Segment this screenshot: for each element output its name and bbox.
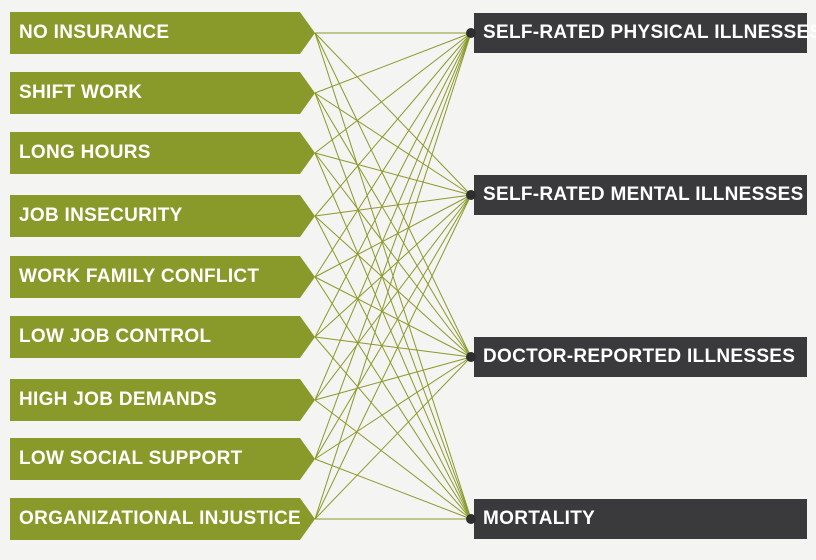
outcome-connector-dot: [466, 190, 476, 200]
connection-line: [314, 32, 472, 401]
connection-line: [314, 32, 472, 338]
stressor-label: LOW SOCIAL SUPPORT: [19, 448, 243, 469]
connection-line: [314, 32, 472, 358]
outcome-doctor-reported-illnesses: DOCTOR-REPORTED ILLNESSES: [474, 337, 807, 377]
connection-line: [314, 276, 472, 520]
connection-line: [314, 276, 472, 358]
connection-line: [314, 32, 472, 278]
stressor-label: HIGH JOB DEMANDS: [19, 389, 217, 410]
connection-line: [314, 194, 472, 338]
stressor-label: LONG HOURS: [19, 142, 151, 163]
connection-line: [314, 194, 472, 460]
stressor-long-hours: LONG HOURS: [10, 132, 315, 174]
connection-line: [314, 356, 472, 520]
connection-line: [314, 194, 472, 520]
connection-line: [314, 92, 472, 358]
outcome-connector-dot: [466, 514, 476, 524]
connection-line: [314, 152, 472, 520]
stressor-label: ORGANIZATIONAL INJUSTICE: [19, 508, 302, 529]
outcome-label: DOCTOR-REPORTED ILLNESSES: [483, 346, 796, 367]
outcome-self-rated-physical-illnesses: SELF-RATED PHYSICAL ILLNESSES: [474, 13, 816, 53]
connection-line: [314, 32, 472, 520]
connection-line: [314, 336, 472, 520]
connection-line: [314, 92, 472, 520]
connection-line: [314, 194, 472, 401]
stressor-label: LOW JOB CONTROL: [19, 326, 212, 347]
stressor-label: JOB INSECURITY: [19, 205, 183, 226]
connection-line: [314, 32, 472, 196]
outcome-connector-dot: [466, 352, 476, 362]
outcome-label: SELF-RATED MENTAL ILLNESSES: [483, 184, 804, 205]
outcome-connector-dot: [466, 28, 476, 38]
connection-line: [314, 356, 472, 460]
connection-line: [314, 458, 472, 520]
stressor-low-job-control: LOW JOB CONTROL: [10, 316, 315, 358]
stressor-work-family-conflict: WORK FAMILY CONFLICT: [10, 256, 315, 298]
outcome-self-rated-mental-illnesses: SELF-RATED MENTAL ILLNESSES: [474, 175, 807, 215]
outcome-label: MORTALITY: [483, 508, 596, 529]
stressor-label: SHIFT WORK: [19, 82, 143, 103]
stressor-organizational-injustice: ORGANIZATIONAL INJUSTICE: [10, 498, 315, 540]
connection-line: [314, 215, 472, 358]
stressor-low-social-support: LOW SOCIAL SUPPORT: [10, 438, 315, 480]
stressor-label: WORK FAMILY CONFLICT: [19, 266, 260, 287]
connection-line: [314, 32, 472, 154]
connection-line: [314, 152, 472, 358]
outcome-mortality: MORTALITY: [474, 499, 807, 539]
connection-line: [314, 32, 472, 217]
stressor-shift-work: SHIFT WORK: [10, 72, 315, 114]
connection-line: [314, 399, 472, 520]
outcome-label: SELF-RATED PHYSICAL ILLNESSES: [483, 22, 816, 43]
connection-line: [314, 356, 472, 401]
connection-line: [314, 32, 472, 460]
stressor-label: NO INSURANCE: [19, 22, 170, 43]
connection-line: [314, 194, 472, 278]
stressor-job-insecurity: JOB INSECURITY: [10, 195, 315, 237]
connection-line: [314, 152, 472, 196]
connection-line: [314, 92, 472, 196]
stressor-high-job-demands: HIGH JOB DEMANDS: [10, 379, 315, 421]
connection-line: [314, 215, 472, 520]
stressor-no-insurance: NO INSURANCE: [10, 12, 315, 54]
connection-line: [314, 32, 472, 94]
connection-line: [314, 336, 472, 358]
connection-line: [314, 194, 472, 217]
